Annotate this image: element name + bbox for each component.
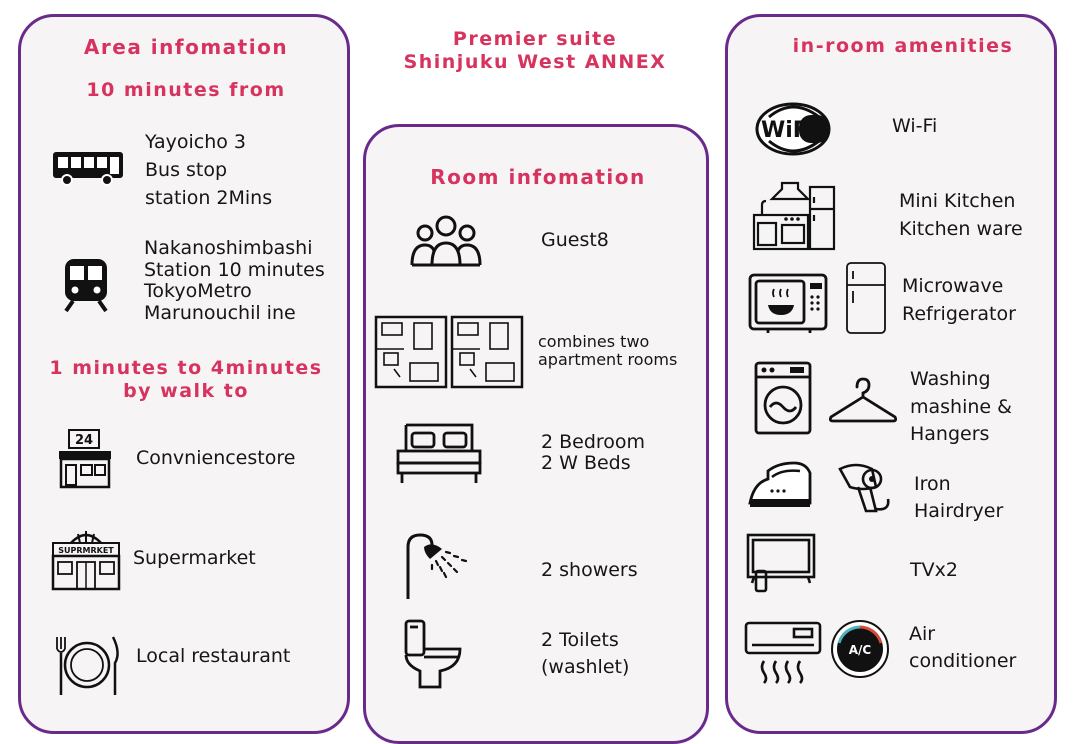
train-station-text: Nakanoshimbashi Station 10 minutes Tokyo…	[144, 237, 325, 324]
tv-text: TVx2	[910, 559, 958, 581]
floorplan-icon	[374, 313, 524, 391]
supermarket-icon: SUPRMRKET	[49, 525, 123, 591]
wifi-logo-text: WiFi	[761, 118, 815, 143]
showers-text: 2 showers	[541, 559, 638, 581]
bus-stop-text: Yayoicho 3 Bus stop station 2Mins	[145, 131, 273, 209]
room-info-heading: Room infomation	[430, 165, 646, 189]
restaurant-text: Local restaurant	[136, 645, 291, 667]
supermarket-sign: SUPRMRKET	[58, 546, 114, 555]
ac-badge-icon: A/C	[830, 619, 890, 679]
ten-minutes-heading: 10 minutes from	[86, 79, 286, 101]
bus-icon	[51, 149, 125, 187]
guests-icon	[410, 213, 482, 269]
toilet-icon	[402, 619, 464, 691]
hanger-icon	[827, 377, 899, 425]
bedroom-text: 2 Bedroom 2 W Beds	[541, 431, 646, 475]
amenities-panel: in-room amenities WiFi Wi-Fi	[725, 14, 1057, 734]
convenience-store-icon: 24	[55, 429, 115, 489]
restaurant-icon	[51, 633, 123, 697]
shower-icon	[402, 531, 478, 599]
apartment-text: combines two apartment rooms	[538, 332, 678, 369]
hairdryer-icon	[832, 459, 894, 519]
microwave-icon	[748, 273, 828, 335]
supermarket-text: Supermarket	[133, 547, 256, 569]
store-sign-number: 24	[75, 433, 93, 448]
air-conditioner-icon	[744, 621, 822, 685]
amenities-heading: in-room amenities	[792, 35, 1014, 57]
kitchen-icon	[752, 181, 836, 251]
air-conditioner-text: Air conditioner	[909, 623, 1017, 672]
kitchen-text: Mini Kitchen Kitchen ware	[899, 190, 1023, 240]
room-info-panel: Room infomation Guest8	[363, 124, 709, 744]
microwave-text: Microwave Refrigerator	[902, 275, 1016, 325]
wifi-icon: WiFi	[755, 101, 835, 157]
refrigerator-icon	[844, 261, 888, 335]
page-title: Premier suite Shinjuku West ANNEX	[403, 28, 667, 73]
ac-badge-text: A/C	[849, 643, 872, 657]
tv-icon	[746, 533, 816, 593]
bed-icon	[394, 419, 484, 489]
convenience-store-text: Convniencestore	[136, 447, 296, 469]
walk-heading: 1 minutes to 4minutes by walk to	[49, 357, 323, 402]
washing-text: Washing mashine & Hangers	[910, 368, 1012, 446]
washing-machine-icon	[754, 361, 812, 435]
area-info-panel: Area infomation 10 minutes from Yayoicho…	[18, 14, 350, 734]
iron-text: Iron Hairdryer	[914, 473, 1004, 522]
guest-text: Guest8	[541, 229, 609, 251]
area-info-heading: Area infomation	[83, 35, 289, 59]
toilets-text: 2 Toilets (washlet)	[541, 629, 630, 678]
train-icon	[61, 257, 111, 313]
iron-icon	[748, 459, 814, 513]
wifi-text: Wi-Fi	[892, 115, 938, 137]
